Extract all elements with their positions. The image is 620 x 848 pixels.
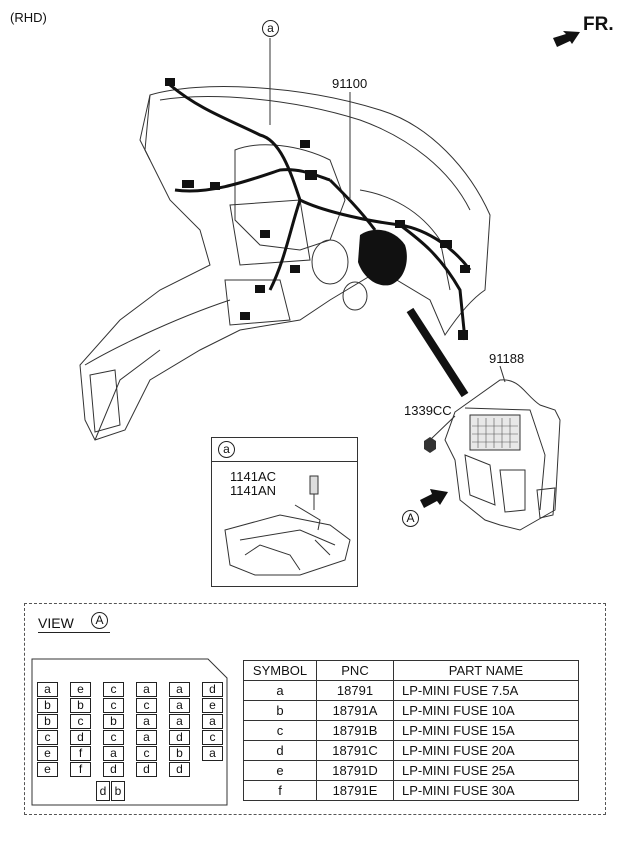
inset-header: a: [212, 438, 357, 462]
view-underline: [38, 632, 110, 633]
fuse-cell: c: [136, 698, 157, 713]
fuse-cell: c: [70, 714, 91, 729]
fuse-cell: d: [70, 730, 91, 745]
parts-table-header: SYMBOL PNC PART NAME: [243, 660, 579, 681]
symbol-cell: e: [243, 760, 317, 781]
fuse-cell-extra: d: [96, 781, 110, 801]
col-pnc: PNC: [316, 660, 394, 681]
fuse-cell: c: [202, 730, 223, 745]
pnc-cell: 18791B: [316, 720, 394, 741]
symbol-cell: b: [243, 700, 317, 721]
fuse-cell: d: [169, 762, 190, 777]
ecu-module: [358, 229, 407, 286]
fuse-cell-extra: b: [111, 781, 125, 801]
callout-view-a: A: [402, 510, 419, 527]
fuse-cell: a: [202, 746, 223, 761]
fuse-cell: e: [37, 746, 58, 761]
fuse-cell: a: [169, 682, 190, 697]
col-part-name: PART NAME: [393, 660, 579, 681]
fuse-cell: e: [37, 762, 58, 777]
fuse-cell: a: [169, 698, 190, 713]
pnc-cell: 18791: [316, 680, 394, 701]
view-arrow-icon: [420, 489, 448, 508]
fuse-cell: e: [202, 698, 223, 713]
fuse-cell: c: [37, 730, 58, 745]
callout-circle-a: a: [262, 20, 279, 37]
fuse-cell: f: [70, 746, 91, 761]
detail-inset-a: a: [211, 437, 358, 587]
fuse-cell: c: [136, 746, 157, 761]
fuse-cell: d: [136, 762, 157, 777]
part-name-cell: LP-MINI FUSE 30A: [393, 780, 579, 801]
part-name-cell: LP-MINI FUSE 10A: [393, 700, 579, 721]
callout-harness-91100: 91100: [332, 76, 368, 91]
pnc-cell: 18791A: [316, 700, 394, 721]
part-name-cell: LP-MINI FUSE 15A: [393, 720, 579, 741]
col-symbol: SYMBOL: [243, 660, 317, 681]
fuse-cell: d: [169, 730, 190, 745]
view-a-panel: [24, 603, 606, 815]
fuse-cell: b: [37, 698, 58, 713]
callout-bolt-1141ac: 1141AC: [230, 469, 277, 484]
fuse-cell: a: [169, 714, 190, 729]
callout-bolt-1141an: 1141AN: [230, 483, 277, 498]
fuse-cell: b: [70, 698, 91, 713]
fuse-cell: d: [103, 762, 124, 777]
nut-icon: [424, 437, 436, 453]
pnc-cell: 18791D: [316, 760, 394, 781]
fuse-cell: a: [202, 714, 223, 729]
front-arrow-icon: [553, 31, 580, 47]
symbol-cell: d: [243, 740, 317, 761]
fuse-cell: a: [103, 746, 124, 761]
fuse-cell: a: [37, 682, 58, 697]
fuse-cell: a: [136, 730, 157, 745]
fuse-cell: a: [136, 714, 157, 729]
fuse-cell: b: [103, 714, 124, 729]
symbol-cell: f: [243, 780, 317, 801]
fuse-cell: b: [169, 746, 190, 761]
view-label: VIEW: [38, 615, 74, 631]
fuse-cell: a: [136, 682, 157, 697]
fuse-cell: d: [202, 682, 223, 697]
fuse-cell: e: [70, 682, 91, 697]
fuse-cell: c: [103, 730, 124, 745]
dashboard-outline: [79, 86, 491, 441]
fuse-cell: b: [37, 714, 58, 729]
crossmember-drawing: [224, 514, 351, 576]
part-name-cell: LP-MINI FUSE 20A: [393, 740, 579, 761]
front-direction-label: FR.: [583, 14, 614, 35]
callout-junction-box-91188: 91188: [489, 351, 525, 366]
pnc-cell: 18791C: [316, 740, 394, 761]
fuse-cell: f: [70, 762, 91, 777]
part-name-cell: LP-MINI FUSE 25A: [393, 760, 579, 781]
inset-circle-a: a: [218, 441, 235, 458]
symbol-cell: c: [243, 720, 317, 741]
junction-box-91188: [444, 379, 561, 531]
pnc-cell: 18791E: [316, 780, 394, 801]
fuse-cell: c: [103, 682, 124, 697]
variant-label: (RHD): [10, 10, 47, 25]
symbol-cell: a: [243, 680, 317, 701]
part-name-cell: LP-MINI FUSE 7.5A: [393, 680, 579, 701]
fuse-cell: c: [103, 698, 124, 713]
view-circle-a: A: [91, 612, 108, 629]
callout-nut-1339cc: 1339CC: [404, 403, 452, 418]
